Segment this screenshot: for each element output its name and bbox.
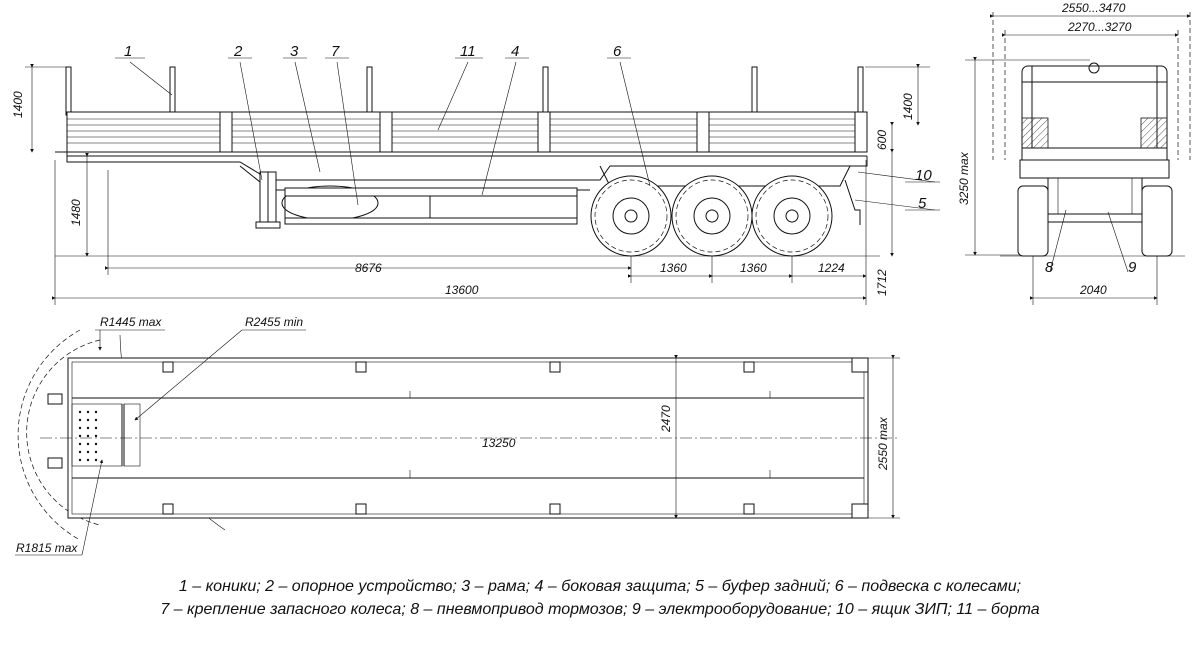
dim-inner-width: 2470 [659, 405, 673, 433]
dim-deck-length: 13250 [482, 436, 516, 450]
dim-height-max: 3250 max [957, 151, 971, 205]
legend-line-1: 1 – коники; 2 – опорное устройство; 3 – … [178, 578, 1022, 595]
dim-r-front: R1445 max [100, 315, 162, 329]
dim-width-range-inner: 2270...3270 [1067, 20, 1132, 34]
dim-kingpin-to-axle: 8676 [355, 261, 382, 275]
dim-axle-spacing-2: 1360 [740, 261, 767, 275]
callout-10: 10 [915, 167, 932, 184]
dim-stake-height: 1400 [11, 91, 25, 118]
side-protection [284, 187, 578, 225]
callout-2: 2 [233, 43, 243, 60]
callout-1: 1 [124, 43, 132, 60]
dim-track: 2040 [1079, 283, 1107, 297]
dim-axle-spacing-1: 1360 [660, 261, 687, 275]
legend-line-2: 7 – крепление запасного колеса; 8 – пнев… [160, 601, 1040, 618]
dim-coupling-height: 1712 [875, 269, 889, 296]
side-boards [66, 111, 868, 157]
callout-6: 6 [613, 43, 622, 60]
callout-8: 8 [1045, 259, 1054, 276]
callout-3: 3 [290, 43, 299, 60]
top-view: 2470 13250 2550 max R1445 max R2455 min … [15, 315, 900, 556]
dim-rear-overhang: 1224 [818, 261, 845, 275]
callout-7: 7 [331, 43, 340, 60]
axle-wheels [590, 175, 833, 257]
rear-view: 2550...3470 2270...3270 3250 max 8 9 [957, 1, 1191, 305]
dim-deck-height: 1480 [69, 199, 83, 226]
dim-rear-stake-height: 1400 [901, 93, 915, 120]
dim-overall-width: 2550 max [876, 416, 890, 471]
dim-r-swing: R1815 max [16, 541, 78, 555]
dim-overall-length: 13600 [445, 283, 479, 297]
callout-4: 4 [511, 43, 519, 60]
dim-side-board: 600 [875, 130, 889, 150]
callout-9: 9 [1128, 259, 1137, 276]
kingpin-holes [78, 410, 98, 462]
dim-width-range-outer: 2550...3470 [1061, 1, 1126, 15]
landing-gear [255, 171, 281, 229]
dim-r-turn: R2455 min [245, 315, 303, 329]
callout-11: 11 [460, 43, 476, 60]
stake-pockets [47, 357, 869, 519]
stakes [65, 66, 864, 116]
callout-5: 5 [918, 195, 927, 212]
side-view: 1 2 3 7 11 4 6 10 5 1400 1480 1400 600 1… [11, 43, 940, 305]
